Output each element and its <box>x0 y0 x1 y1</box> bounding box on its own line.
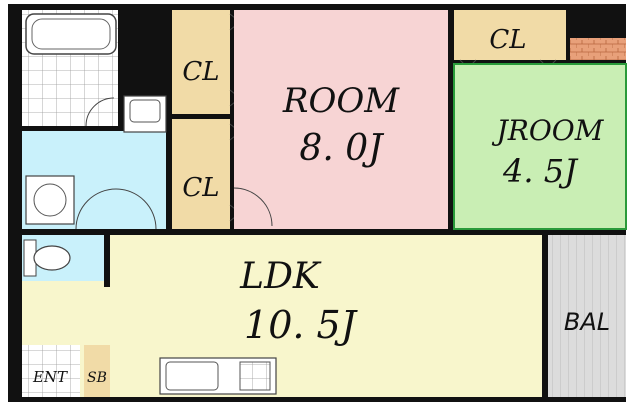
room-japanese <box>453 63 627 230</box>
closet-upper <box>172 10 230 114</box>
ldk-size: 10. 5J <box>244 303 358 347</box>
toilet-wall <box>104 235 110 287</box>
washroom-door-swing-left <box>75 188 117 230</box>
stove <box>239 361 271 391</box>
toilet-bowl-overlay <box>33 245 71 271</box>
washing-machine-drum <box>33 183 67 217</box>
closet-upper-label: CL <box>182 57 219 87</box>
closet-top <box>454 10 566 60</box>
bathroom-door-swing <box>85 97 115 127</box>
closet-top-label: CL <box>489 25 526 55</box>
shoe-box <box>84 345 110 397</box>
closet-lower <box>172 119 230 229</box>
room-western-size: 8. 0J <box>299 128 385 169</box>
room-western-name: ROOM <box>282 81 400 121</box>
room-japanese-size: 4. 5J <box>502 152 579 190</box>
entrance-label: ENT <box>32 368 68 386</box>
ldk-name: LDK <box>239 256 322 297</box>
washroom-door-swing-right <box>115 188 157 230</box>
entrance <box>22 345 80 397</box>
shoe-box-label: SB <box>87 370 107 386</box>
washbasin-bowl <box>129 99 161 123</box>
room-japanese-name: JROOM <box>492 114 605 147</box>
room-western <box>234 10 448 229</box>
brick-detail <box>570 38 626 60</box>
closet-lower-label: CL <box>182 173 219 203</box>
balcony-label: BAL <box>564 308 610 336</box>
bathtub-inner <box>31 18 111 50</box>
balcony <box>548 235 626 397</box>
room-door-swing <box>233 187 273 227</box>
washing-machine <box>25 175 75 225</box>
kitchen-sink <box>165 361 219 391</box>
